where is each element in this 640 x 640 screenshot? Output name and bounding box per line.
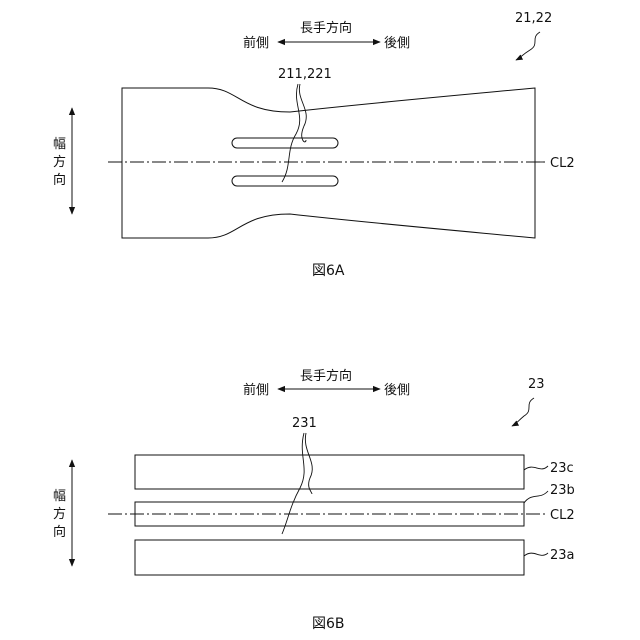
leader-23b: [524, 491, 548, 503]
layer-23c: [135, 455, 524, 489]
slit-upper: [232, 138, 338, 148]
longitudinal-direction-label: 長手方向: [300, 20, 352, 36]
longitudinal-direction-label: 長手方向: [300, 368, 352, 384]
leader-upper: [305, 433, 312, 494]
figure-6b: 前側 長手方向 後側 23 幅 方 向 CL2 23c 23b 23a 231 …: [53, 368, 575, 632]
leader-23a: [524, 553, 548, 556]
caption-6a: 図6A: [312, 263, 345, 279]
width-label-char-1: 幅: [53, 489, 66, 504]
width-label-char-3: 向: [53, 524, 66, 540]
front-side-label: 前側: [243, 35, 269, 51]
leader-upper: [299, 84, 306, 142]
figure-6a: 前側 長手方向 後側 21,22 幅 方 向 CL2 211,221 図6A: [53, 11, 575, 279]
center-line-label: CL2: [550, 156, 575, 171]
layer-label-23b: 23b: [550, 483, 575, 498]
width-label-char-1: 幅: [53, 137, 66, 152]
rear-side-label: 後側: [384, 383, 410, 398]
layer-part-label: 231: [292, 416, 317, 431]
layer-label-23a: 23a: [550, 548, 575, 563]
reference-number: 23: [528, 377, 545, 392]
width-label-char-2: 方: [53, 154, 66, 170]
width-label-char-2: 方: [53, 506, 66, 522]
rear-side-label: 後側: [384, 36, 410, 51]
leader-lower: [282, 84, 300, 182]
layer-label-23c: 23c: [550, 461, 574, 476]
leader-23c: [524, 466, 548, 470]
slit-lower: [232, 176, 338, 186]
slit-part-label: 211,221: [278, 67, 332, 82]
width-label-char-3: 向: [53, 172, 66, 188]
front-side-label: 前側: [243, 382, 269, 398]
sheet-outline: [122, 88, 535, 238]
reference-number: 21,22: [515, 11, 552, 26]
center-line-label: CL2: [550, 508, 575, 523]
layer-23a: [135, 540, 524, 575]
reference-arrow: [512, 398, 534, 426]
caption-6b: 図6B: [312, 616, 345, 632]
reference-arrow: [516, 32, 540, 60]
leader-lower: [282, 433, 304, 534]
